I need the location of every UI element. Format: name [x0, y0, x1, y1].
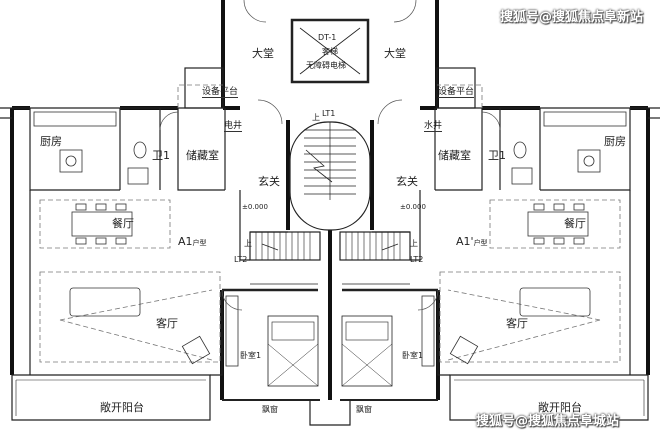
equipment-left-label: 设备平台: [202, 87, 239, 98]
stair-side-left-label: LT2: [234, 255, 248, 264]
unit-left-code: A1: [178, 235, 193, 248]
stair-side-right-label: LT2: [410, 255, 424, 264]
dining-furniture: [33, 111, 627, 367]
balcony-right-label: 敞开阳台: [538, 401, 582, 414]
stair-main-label: LT1: [322, 109, 336, 118]
bath-left-label: 卫1: [152, 149, 170, 162]
unit-right-suffix: 户型: [473, 239, 488, 247]
equipment-right-label: 设备平台: [438, 87, 475, 98]
stair-arrows: [261, 149, 399, 251]
foyer-left-label: 玄关: [258, 175, 280, 188]
unit-left-suffix: 户型: [192, 239, 207, 247]
living-left-label: 客厅: [156, 317, 178, 330]
unit-left-label: A1户型: [178, 236, 207, 247]
lobby-right-label: 大堂: [384, 47, 406, 60]
storage-right-label: 储藏室: [438, 149, 471, 162]
dining-right-label: 餐厅: [564, 217, 586, 230]
kitchen-right-label: 厨房: [604, 135, 626, 148]
bay-window-left-label: 飘窗: [262, 405, 278, 414]
living-right-label: 客厅: [506, 317, 528, 330]
unit-right-code: A1': [456, 235, 474, 248]
elec-shaft-label: 电井: [224, 121, 243, 132]
storage-left-label: 储藏室: [186, 149, 219, 162]
foyer-right-label: 玄关: [396, 175, 418, 188]
elevation-right: ±0.000: [400, 203, 426, 211]
kitchen-left-label: 厨房: [40, 135, 62, 148]
stair-side-left-up: 上: [244, 239, 252, 248]
elevator-accessible-label: 无障碍电梯: [306, 61, 346, 70]
thin-walls: [0, 18, 660, 426]
balcony-left-label: 敞开阳台: [100, 401, 144, 414]
elevator-label: 客梯: [322, 47, 338, 56]
watermark-top: 搜狐号@搜狐焦点阜新站: [500, 10, 644, 25]
bay-window-right-label: 飘窗: [356, 405, 372, 414]
elevator-code: DT-1: [318, 33, 337, 42]
door-swings: [159, 0, 501, 311]
dining-left-label: 餐厅: [112, 217, 134, 230]
watermark-bottom: 搜狐号@搜狐焦点阜城站: [476, 414, 620, 429]
stair-main-up: 上: [312, 113, 320, 122]
unit-right-label: A1'户型: [456, 236, 488, 247]
water-shaft-label: 水井: [424, 121, 443, 132]
lobby-left-label: 大堂: [252, 47, 274, 60]
bedroom-left-label: 卧室1: [240, 351, 262, 360]
bedroom-right-label: 卧室1: [402, 351, 424, 360]
elevation-left: ±0.000: [242, 203, 268, 211]
stair-side-right-up: 上: [410, 239, 418, 248]
bath-right-label: 卫1: [488, 149, 506, 162]
